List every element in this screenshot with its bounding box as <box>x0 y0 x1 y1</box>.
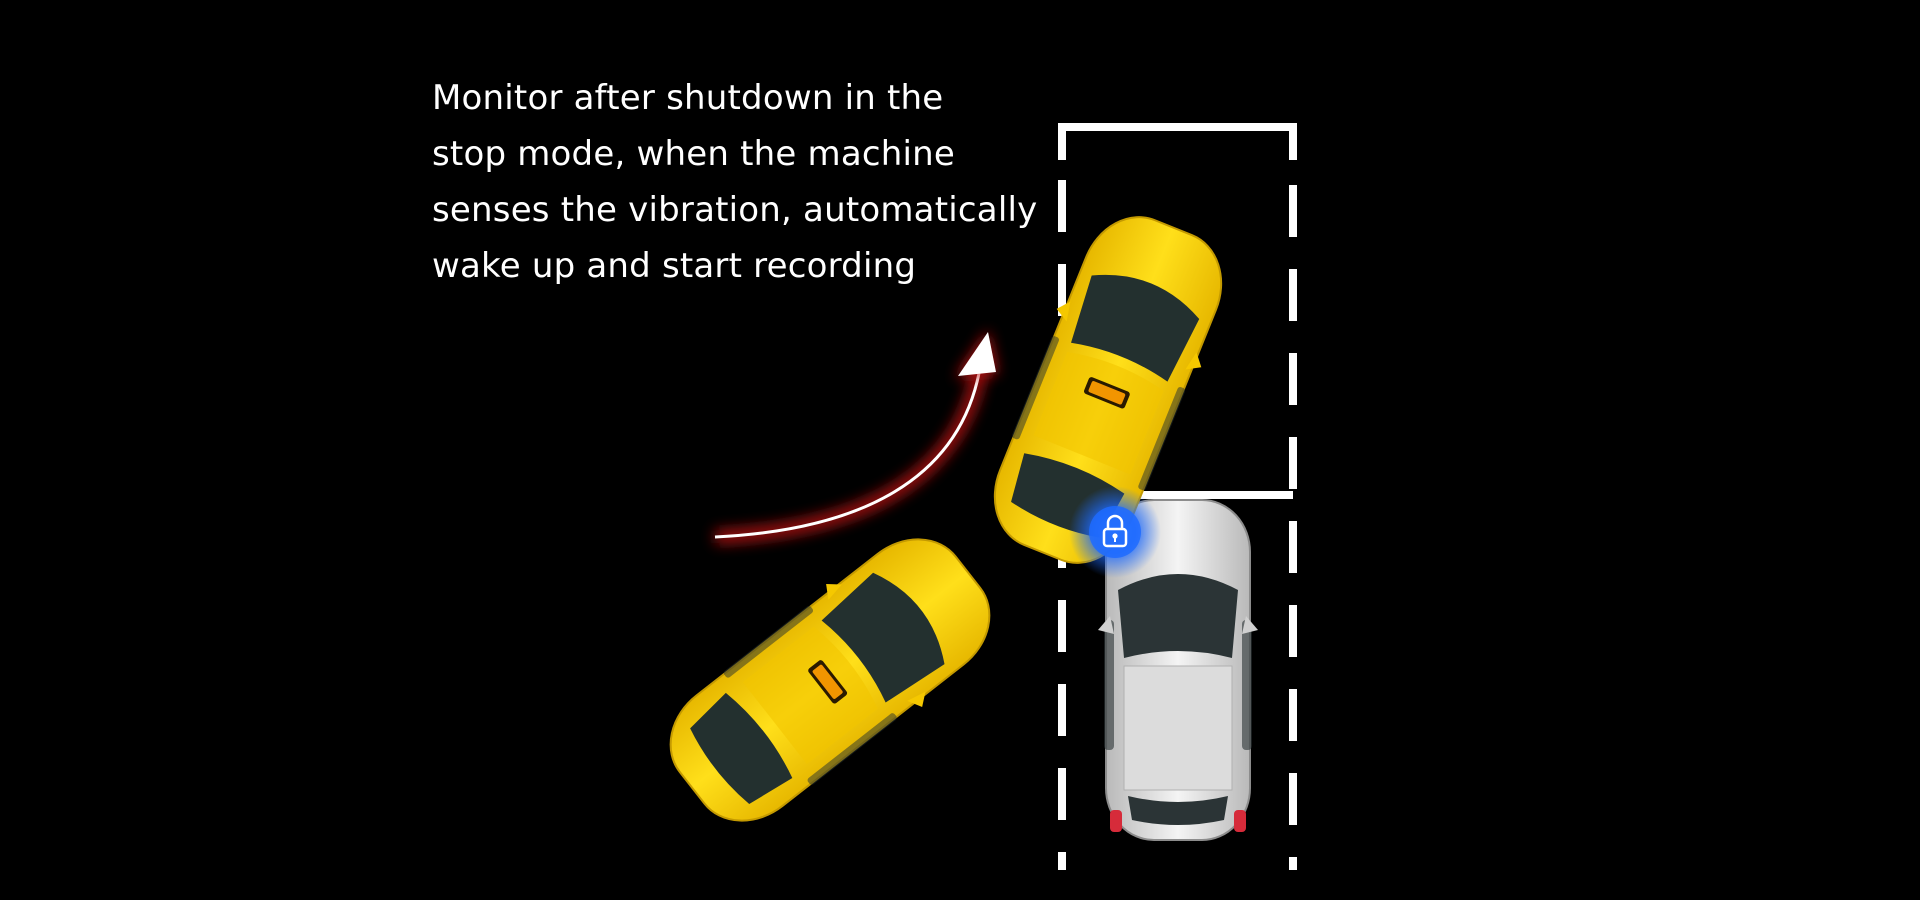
taxi-upper <box>993 216 1223 564</box>
curved-arrow <box>714 330 998 544</box>
caption-line-2: stop mode, when the machine <box>432 134 956 174</box>
caption-line-4: wake up and start recording <box>432 246 917 286</box>
caption-line-1: Monitor after shutdown in the <box>432 78 944 118</box>
caption: Monitor after shutdown in the stop mode,… <box>432 70 1052 294</box>
lock-icon <box>1069 486 1161 578</box>
taxi-lower <box>669 538 991 822</box>
parked-suv <box>1098 499 1258 841</box>
caption-line-3: senses the vibration, automatically <box>432 190 1038 230</box>
